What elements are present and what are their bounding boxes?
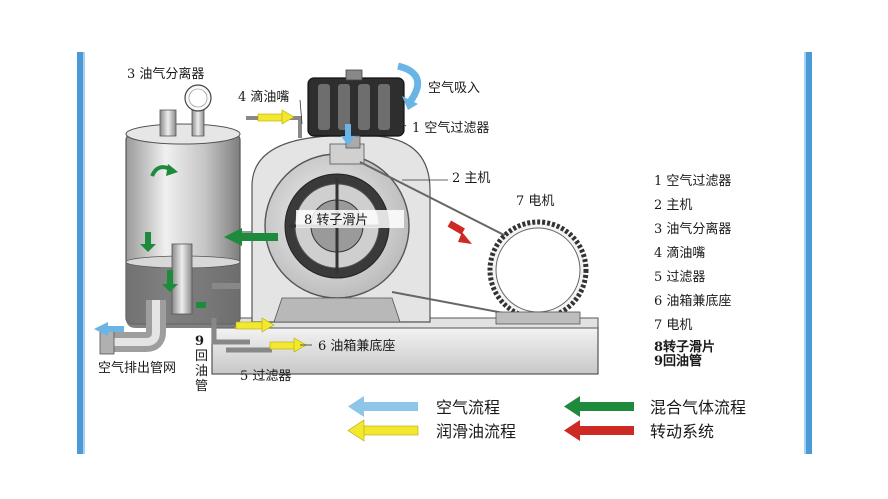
flow-legend: 空气流程 润滑油流程 混合气体流程 转动系统 [347,396,746,442]
parts-legend-item: 6 油箱兼底座 [654,293,731,309]
callout-filter: 5 过滤器 [240,369,291,384]
callout-return-pipe-1: 9 [195,334,204,349]
parts-legend-item: 8转子滑片 [654,339,715,355]
flow-legend-lube-oil: 润滑油流程 [347,419,516,442]
flow-legend-rotation: 转动系统 [564,420,714,441]
callout-air-filter: 1 空气过滤器 [412,120,489,136]
flow-legend-air: 空气流程 [348,396,500,417]
leader-lines [299,99,448,346]
mixed-gas-arrows [140,164,278,308]
parts-legend-item: 2 主机 [654,198,692,213]
callout-return-pipe-3: 油 [195,364,208,379]
oil-gas-separator [125,84,241,328]
parts-legend-item: 1 空气过滤器 [654,173,731,189]
callout-exhaust: 空气排出管网 [98,360,176,376]
air-down-arrow [341,124,355,146]
callout-return-pipe-4: 管 [195,379,208,394]
parts-legend-item: 4 滴油嘴 [654,245,705,261]
callout-main-unit: 2 主机 [452,171,490,186]
flow-legend-label: 混合气体流程 [650,398,746,417]
left-frame-bar [77,52,85,454]
exhaust-pipe [99,300,166,355]
parts-legend-item: 9回油管 [654,353,702,369]
right-frame-bar [804,52,812,454]
callout-drip: 4 滴油嘴 [238,89,289,105]
air-filter [307,69,405,149]
callout-separator: 3 油气分离器 [127,66,204,82]
callout-oil-tank: 6 油箱兼底座 [318,338,395,354]
exhaust-air-arrow [94,322,124,336]
rotation-arrow [447,220,472,244]
flow-legend-label: 润滑油流程 [436,422,516,441]
parts-legend-item: 7 电机 [654,318,692,333]
air-intake-arrow [396,62,422,110]
motor [487,219,589,325]
flow-legend-label: 空气流程 [436,398,500,417]
callout-motor: 7 电机 [516,194,554,209]
callout-rotor: 8 转子滑片 [304,213,368,228]
callout-air-intake: 空气吸入 [428,80,480,96]
callout-return-pipe-2: 回 [195,349,208,364]
flow-legend-mixed-gas: 混合气体流程 [564,396,746,417]
flow-legend-label: 转动系统 [650,422,714,441]
parts-legend-item: 5 过滤器 [654,270,705,285]
parts-legend-item: 3 油气分离器 [654,221,731,237]
parts-legend: 1 空气过滤器 2 主机 3 油气分离器 4 滴油嘴 5 过滤器 6 油箱兼底座… [654,173,731,369]
oil-tank-base [211,317,599,375]
